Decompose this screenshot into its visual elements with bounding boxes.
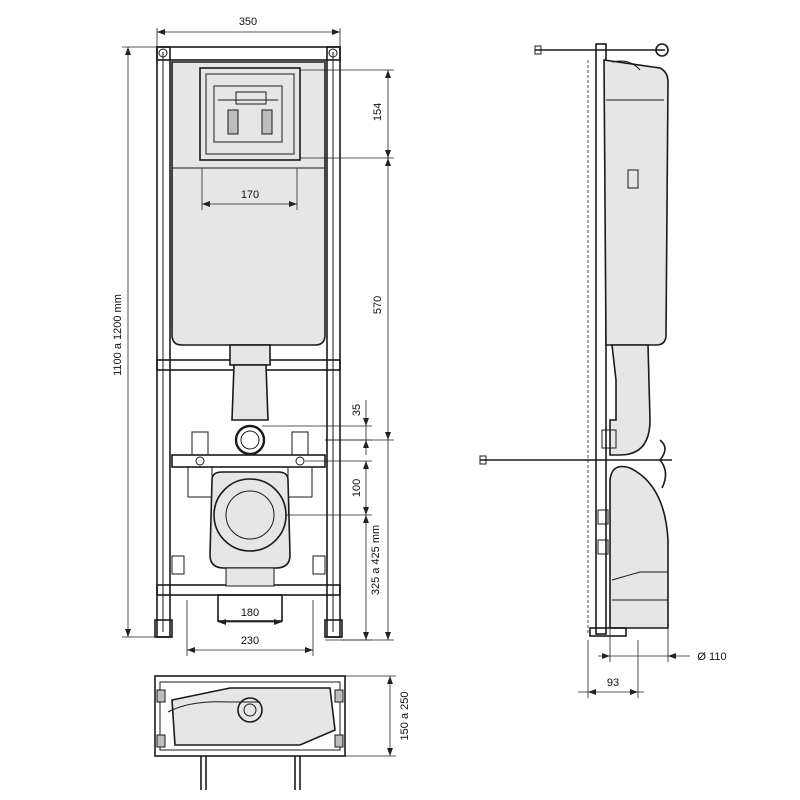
- front-view: [154, 46, 343, 638]
- flush-outlet: [234, 424, 266, 456]
- base-plate: [217, 594, 283, 622]
- side-cistern: [603, 59, 669, 346]
- dim-depth: 150 a 250: [399, 692, 411, 741]
- flush-pipe: [231, 364, 269, 421]
- bolt-bar: [171, 454, 326, 468]
- dim-cistern-height: 570: [372, 296, 384, 314]
- dim-pipe-offset: 93: [607, 677, 619, 689]
- dim-cistern-width: 170: [241, 189, 259, 201]
- waste-connector: [209, 471, 291, 569]
- top-view-pipe: [237, 697, 263, 723]
- top-view-dimensions: 150 a 250: [345, 675, 411, 757]
- dim-pipe-diameter: Ø 110: [697, 651, 726, 663]
- front-dimensions: 350 170 1100 a 1200 mm 154 570 35 10: [112, 16, 394, 656]
- dim-flush-offset: 35: [351, 404, 363, 416]
- cistern: [171, 61, 326, 346]
- dim-top-section: 154: [372, 103, 384, 121]
- top-crossbar: [156, 46, 341, 61]
- side-flush-pipe: [609, 344, 651, 456]
- side-waste-bend: [609, 465, 669, 629]
- dim-inner-base: 180: [241, 607, 259, 619]
- dim-frame-height: 1100 a 1200 mm: [112, 294, 124, 376]
- dim-pan-height: 325 a 425 mm: [370, 525, 382, 595]
- top-view-outline: [154, 675, 346, 757]
- dim-bolt-spacing: 100: [351, 479, 363, 497]
- flush-pipe-top: [229, 344, 271, 366]
- side-view: [479, 43, 672, 637]
- flush-plate-frame: [199, 67, 301, 161]
- top-view: [154, 675, 346, 790]
- side-dimensions: Ø 110 93: [578, 628, 727, 698]
- dim-outer-base: 230: [241, 635, 259, 647]
- dim-frame-width: 350: [239, 16, 257, 28]
